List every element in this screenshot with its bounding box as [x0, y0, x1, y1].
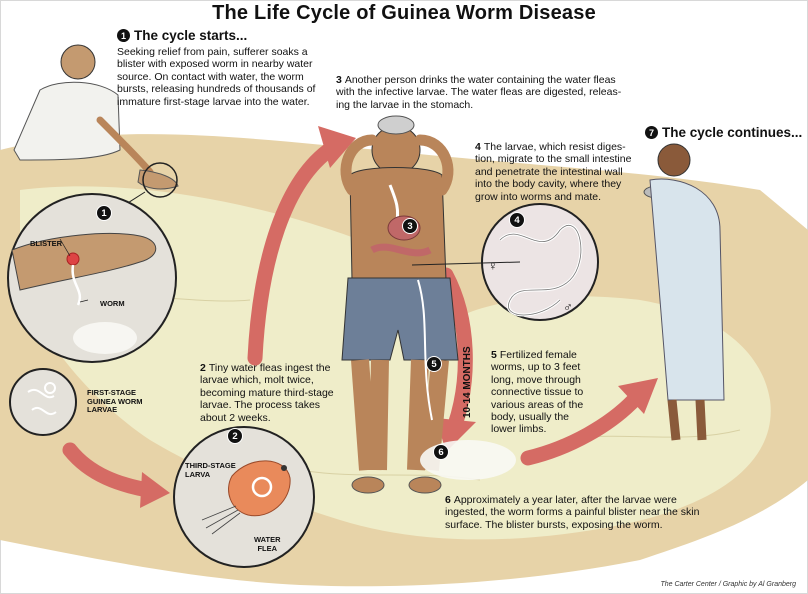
text-line-content: Another person drinks the water containi… [344, 74, 616, 86]
drinking-man-figure [340, 115, 516, 494]
step-7-heading: 7 The cycle continues... [645, 125, 802, 140]
text-line: tion, migrate to the small intestine [475, 153, 632, 166]
third-stage-label: THIRD-STAGE LARVA [185, 461, 236, 479]
arrow-1-to-2 [62, 442, 156, 498]
foot-zoom-source [142, 162, 178, 198]
text-line: connective tissue to [491, 386, 584, 399]
lens-1-foot [7, 193, 177, 363]
arrow-5-to-6 [438, 267, 473, 433]
label-line: THIRD-STAGE [185, 461, 236, 470]
step-4-number: 4 [475, 141, 481, 153]
arrow-2-to-3-head [318, 126, 356, 168]
lens-2-water-flea [173, 426, 315, 568]
blister-label: BLISTER [30, 239, 63, 248]
text-line-content: The larvae, which resist diges- [483, 141, 626, 153]
text-line: with the infective larvae. The water fle… [336, 86, 622, 99]
worm-label: WORM [100, 299, 125, 308]
step-6-number: 6 [445, 494, 451, 506]
text-line: grow into worms and mate. [475, 190, 602, 203]
lens-first-stage-larvae [9, 368, 77, 436]
text-line: long, move through [491, 373, 581, 386]
step-1-heading-text: The cycle starts... [134, 28, 248, 43]
label-line: FLEA [257, 543, 278, 553]
first-stage-label: FIRST-STAGE GUINEA WORM LARVAE [87, 388, 143, 415]
text-line: bursts, releasing hundreds of thousands … [117, 83, 316, 96]
step-1-number: 1 [117, 29, 130, 42]
text-line: immature first-stage larvae into the wat… [117, 95, 310, 108]
text-line: ingested, the worm forms a painful blist… [445, 506, 700, 519]
arrow-2-to-3 [247, 140, 340, 366]
text-line: larvae which, molt twice, [200, 374, 314, 387]
text-line: becoming mature third-stage [200, 386, 334, 399]
woman-figure [643, 143, 725, 441]
arrow-1-to-2-head [140, 472, 170, 508]
arrow-6-to-7-head [618, 378, 658, 414]
text-line: about 2 weeks. [200, 411, 271, 424]
badge-2: 2 [227, 428, 243, 444]
step-5-number: 5 [491, 349, 497, 361]
step-3-number: 3 [336, 74, 342, 86]
badge-5: 5 [426, 356, 442, 372]
text-line: various areas of the [491, 398, 584, 411]
text-line: Seeking relief from pain, sufferer soaks… [117, 46, 308, 58]
page-title: The Life Cycle of Guinea Worm Disease [212, 2, 596, 24]
badge-4: 4 [509, 212, 525, 228]
text-line-content: Fertilized female [499, 349, 577, 361]
duration-label: 10-14 MONTHS [462, 346, 473, 418]
badge-1: 1 [96, 205, 112, 221]
text-line-content: Approximately a year later, after the la… [453, 494, 677, 506]
text-line: and penetrate the intestinal wall [475, 165, 623, 178]
label-line: WATER [254, 535, 281, 544]
text-line: ing the larvae in the stomach. [336, 98, 474, 111]
male-symbol: ♂ [563, 299, 573, 314]
text-line: blister with exposed worm in nearby wate… [117, 58, 313, 71]
badge-6: 6 [433, 444, 449, 460]
text-line: lower limbs. [491, 423, 547, 436]
step-7-heading-text: The cycle continues... [662, 125, 803, 140]
step-1-text: Seeking relief from pain, sufferer soaks… [117, 46, 315, 108]
text-line: worms, up to 3 feet [491, 361, 581, 374]
arrow-6-to-7 [520, 392, 642, 466]
step-1-heading: 1 The cycle starts... [117, 28, 247, 43]
label-line: LARVA [185, 469, 211, 479]
step-2-number: 2 [200, 362, 206, 374]
text-line: surface. The blister bursts, exposing th… [445, 518, 663, 531]
lens-4-worms [411, 203, 599, 321]
text-line: body, usually the [491, 411, 570, 424]
label-line: LARVAE [87, 405, 118, 415]
water-flea-label: WATER FLEA [254, 535, 281, 553]
text-line: into the body cavity, where they [475, 178, 622, 191]
text-line: larvae. The process takes [200, 399, 321, 412]
text-line: source. On contact with water, the worm [117, 70, 304, 83]
badge-3: 3 [402, 218, 418, 234]
step-7-number: 7 [645, 126, 658, 139]
text-line-content: Tiny water fleas ingest the [208, 362, 331, 374]
label-line: FIRST-STAGE [87, 388, 137, 397]
credit-line: The Carter Center / Graphic by Al Granbe… [660, 581, 796, 588]
label-line: GUINEA WORM [87, 396, 143, 406]
female-symbol: ♀ [488, 258, 498, 273]
